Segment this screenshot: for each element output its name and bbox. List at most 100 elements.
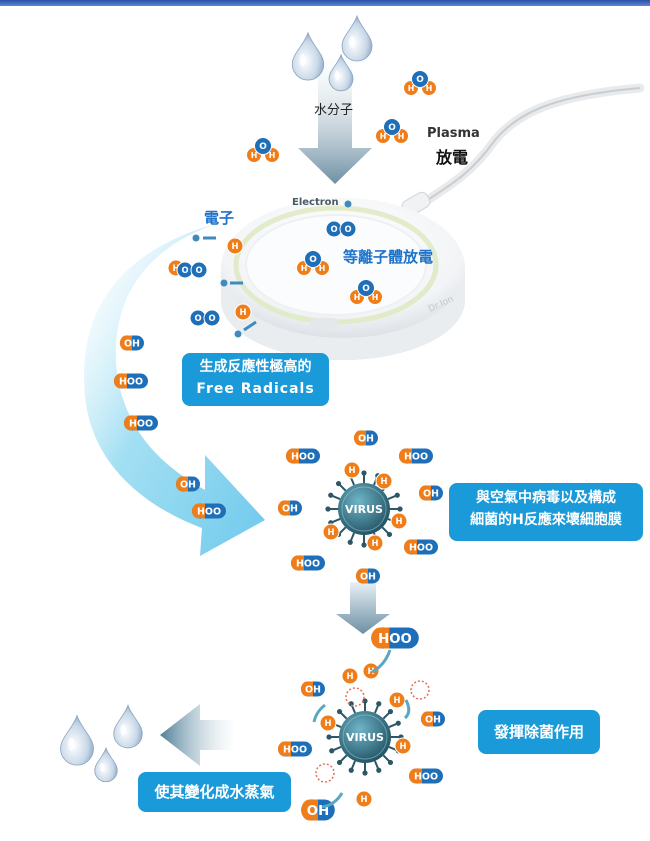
reaction-box: 與空氣中病毒以及構成 細菌的H反應來壞細胞膜 [449, 483, 643, 541]
atom-label: H [301, 264, 308, 273]
free-radicals-box: 生成反應性極高的 Free Radicals [182, 353, 329, 406]
air-purifier-device-icon [221, 198, 465, 360]
sterilize-box: 發揮除菌作用 [478, 710, 600, 754]
water-drop-icon [291, 31, 325, 81]
water-molecule-icon: H HO [375, 118, 409, 144]
radical-label: HOO [291, 452, 315, 463]
hydroperoxyl-radical-icon: HOO [291, 555, 325, 571]
hydroxyl-radical-icon: OH [176, 476, 200, 492]
hydroperoxyl-radical-icon: HOO [114, 373, 148, 389]
atom-label: H [408, 84, 415, 93]
down-arrow-middle [336, 582, 390, 634]
water-drop-icon [60, 714, 94, 766]
hydroperoxyl-radical-icon: HOO [278, 741, 312, 757]
electron-marks [192, 200, 352, 338]
atom-label: H [360, 794, 367, 804]
atom-label: H [239, 307, 246, 317]
hydrogen-atom-icon: H [319, 714, 337, 732]
atom-label: H [398, 132, 405, 141]
atom-label: H [348, 465, 355, 475]
hydroperoxyl-radical-icon: HOO [286, 448, 320, 464]
atom-label: O [194, 313, 201, 323]
ion-discharge-label: 等離子體放電 [343, 248, 434, 266]
radical-label: HOO [283, 745, 307, 756]
radical-label: HOO [119, 377, 143, 388]
removed-h-marker [345, 687, 365, 707]
atom-label: H [380, 132, 387, 141]
hydrogen-atom-icon: H [341, 667, 359, 685]
free-radicals-line2: Free Radicals [196, 381, 315, 397]
flow-arrow [84, 225, 265, 556]
atom-label: H [367, 666, 374, 676]
hydroxyl-radical-icon: OH [120, 335, 144, 351]
reaction-line2: 細菌的H反應來壞細胞膜 [470, 512, 622, 528]
hydrogen-atom-icon: H [390, 512, 408, 530]
radical-label: HOO [296, 559, 320, 570]
radical-label: OH [425, 715, 441, 726]
left-arrow-vapor [160, 704, 236, 766]
atom-label: H [371, 538, 378, 548]
radical-label: OH [124, 339, 140, 350]
radical-label: OH [305, 685, 321, 696]
down-arrow-water [298, 52, 372, 184]
atom-label: H [231, 241, 238, 251]
h-extraction-arrow [321, 792, 344, 809]
hydroxyl-radical-icon: OH [354, 430, 378, 446]
atom-label: H [372, 293, 379, 302]
radical-label: OH [282, 504, 298, 515]
hydroxyl-radical-icon: OH [301, 799, 335, 821]
atom-label: H [251, 151, 258, 160]
removed-h-marker [410, 680, 430, 700]
h-extraction-arrow [312, 703, 326, 723]
power-cable-shade [419, 87, 641, 206]
virus-icon: VIRUS [326, 698, 404, 776]
vaporize-box: 使其變化成水蒸氣 [138, 772, 291, 812]
atom-label: H [395, 516, 402, 526]
radical-label: HOO [197, 507, 221, 518]
free-radicals-line1: 生成反應性極高的 [199, 359, 312, 375]
water-drop-icon [341, 14, 373, 62]
atom-label: O [259, 142, 267, 152]
radical-label: OH [360, 572, 376, 583]
atom-label: H [319, 264, 326, 273]
atom-label: O [309, 255, 317, 265]
virus-layer: VIRUS VIRUS [325, 470, 404, 776]
radical-label: HOO [404, 452, 428, 463]
removed-h-marker [315, 763, 335, 783]
hydrogen-atom-icon: H [234, 303, 252, 321]
atom-label: O [181, 265, 188, 275]
discharge-label: 放電 [436, 148, 469, 167]
atom-label: H [393, 695, 400, 705]
hydroperoxyl-radical-icon: HOO [192, 503, 226, 519]
atom-label: O [388, 123, 396, 133]
hydroxyl-radical-icon: OH [278, 500, 302, 516]
hydrogen-atom-icon: H [388, 691, 406, 709]
atom-label: O [416, 75, 424, 85]
sterilize-label: 發揮除菌作用 [493, 723, 584, 741]
top-banner [0, 0, 650, 6]
atom-label: H [354, 293, 361, 302]
water-drop-icon [113, 703, 143, 749]
vaporize-label: 使其變化成水蒸氣 [154, 783, 275, 801]
radical-label: OH [358, 434, 374, 445]
hydrogen-atom-icon: H [343, 461, 361, 479]
atom-label: H [346, 671, 353, 681]
virus-label: VIRUS [345, 503, 383, 516]
atom-label: H [172, 263, 179, 273]
atom-label: H [269, 151, 276, 160]
drops-layer [60, 14, 373, 783]
water-molecule-label: 水分子 [314, 103, 354, 118]
reaction-line1: 與空氣中病毒以及構成 [476, 490, 616, 506]
hydrogen-atom-icon: H [322, 523, 340, 541]
atom-label: H [324, 718, 331, 728]
radical-label: HOO [409, 543, 433, 554]
radical-label: HOO [378, 632, 412, 647]
atom-label: H [327, 527, 334, 537]
hydrogen-atom-icon: H [394, 737, 412, 755]
hydrogen-atom-icon: H [366, 534, 384, 552]
